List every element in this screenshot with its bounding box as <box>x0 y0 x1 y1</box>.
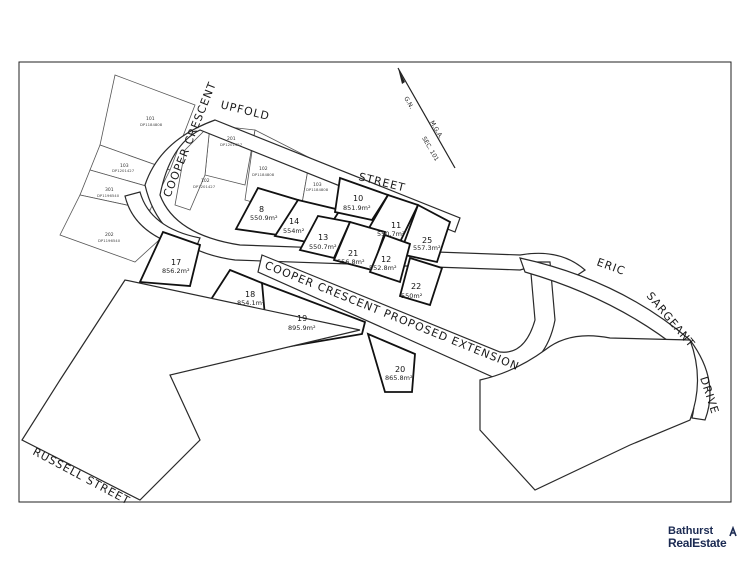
existing-lot-number: 102 <box>259 166 268 172</box>
lot-area: 851.9m² <box>343 204 371 212</box>
bathurst-real-estate-logo: Bathurst RealEstate <box>668 526 740 552</box>
eric-label: ERIC <box>595 256 627 278</box>
lot-number: 19 <box>297 314 307 323</box>
lot-area: 550.7m² <box>377 230 405 238</box>
north-mga: M.G.A. <box>428 120 444 141</box>
existing-lot-ref: DP1201427 <box>220 142 243 147</box>
existing-lot-ref: DP1196540 <box>98 238 121 243</box>
lot-area: 865.8m² <box>385 374 413 382</box>
plan-frame <box>18 61 732 503</box>
existing-lot-ref: DP1201427 <box>193 184 216 189</box>
lot-area: 550.7m² <box>309 243 337 251</box>
lot-area: 552.8m² <box>369 264 397 272</box>
lot-area: 856.2m² <box>162 267 190 275</box>
lot-20 <box>366 332 416 393</box>
lot-area: 550.9m² <box>250 214 278 222</box>
existing-lot-ref: DP1196540 <box>97 193 120 198</box>
existing-lot-number: 101 <box>146 116 155 122</box>
lot-25 <box>398 203 452 264</box>
existing-lot-number: 301 <box>105 187 114 193</box>
lot-number: 8 <box>259 205 264 214</box>
lot-area: 895.9m² <box>288 324 316 332</box>
lot-number: 22 <box>411 282 421 291</box>
logo-line-1: Bathurst <box>668 525 714 537</box>
existing-lot-ref: DP1184808 <box>140 122 163 127</box>
upfold-label: UPFOLD <box>219 98 271 123</box>
north-arrow: G.N. M.G.A. SEC. 101 <box>397 67 456 169</box>
lot-area: 557.3m² <box>413 244 441 252</box>
existing-lot-number: 103 <box>313 182 322 188</box>
lot-number: 17 <box>171 258 181 267</box>
lot-number: 21 <box>348 249 358 258</box>
existing-lot-ref: DP1201427 <box>112 168 135 173</box>
lot-number: 13 <box>318 233 328 242</box>
existing-lot-ref: DP1184808 <box>252 172 275 177</box>
lot-number: 12 <box>381 255 391 264</box>
logo-line-2: RealEstate <box>668 536 727 550</box>
southern-block <box>479 335 699 491</box>
existing-lot-number: 103 <box>120 163 129 169</box>
lot-17 <box>138 230 202 287</box>
existing-lot-labels: 101 DP1184808 103 DP1201427 301 DP119654… <box>97 116 329 243</box>
north-arrow-head <box>398 68 405 84</box>
lot-number: 18 <box>245 290 255 299</box>
lot-number: 14 <box>289 217 299 226</box>
lot-22 <box>398 256 444 307</box>
lot-number: 25 <box>422 236 432 245</box>
existing-lot-number: 201 <box>227 136 236 142</box>
lot-area: 550m² <box>401 292 423 300</box>
lot-number: 20 <box>395 365 405 374</box>
logo-mark-icon <box>729 526 737 537</box>
lot-labels: 8 550.9m² 10 851.9m² 11 550.7m² 25 557.3… <box>162 194 441 382</box>
lot-area: 556.8m² <box>337 258 365 266</box>
existing-lot-number: 102 <box>201 178 210 184</box>
lot-12 <box>368 233 412 284</box>
north-arrow-line <box>397 67 456 169</box>
north-gn: G.N. <box>402 96 415 111</box>
lot-10 <box>333 176 390 222</box>
north-sec: SEC. 101 <box>420 136 440 163</box>
lot-number: 11 <box>391 221 401 230</box>
russell-street-block <box>21 279 361 501</box>
lot-number: 10 <box>353 194 363 203</box>
existing-lot-ref: DP1184808 <box>306 187 329 192</box>
lot-area: 554m² <box>283 227 305 235</box>
existing-lot-number: 202 <box>105 232 114 238</box>
lot-area: 854.1m² <box>237 299 265 307</box>
